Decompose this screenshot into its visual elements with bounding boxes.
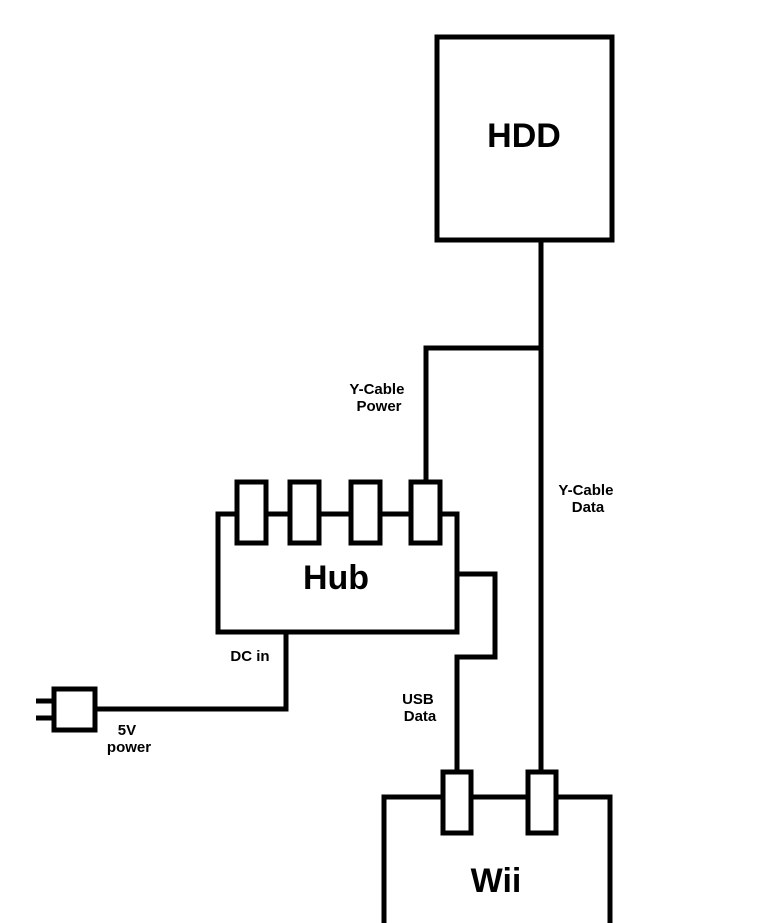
wires <box>95 240 544 772</box>
dc-in-wire <box>95 632 289 712</box>
hdd-box <box>434 34 615 243</box>
wii-box <box>381 794 613 923</box>
power-plug-icon <box>36 686 98 733</box>
hdd-label: HDD <box>487 117 561 155</box>
hub-port-3 <box>348 479 383 546</box>
hub-port-1 <box>234 479 269 546</box>
hub-port-2 <box>287 479 322 546</box>
usb-data-label: USB Data <box>402 691 438 725</box>
hub-label: Hub <box>303 559 369 597</box>
wii-label: Wii <box>471 862 522 900</box>
y-cable-data-label: Y-Cable Data <box>558 482 617 516</box>
y-cable-power-wire <box>423 345 541 482</box>
power-5v-label: 5V power <box>107 722 151 756</box>
wii-port-data <box>525 769 559 836</box>
wii-port-usb <box>440 769 474 836</box>
y-cable-power-label: Y-Cable Power <box>349 381 408 415</box>
hub-port-4 <box>408 479 443 546</box>
usb-data-wire <box>454 571 498 772</box>
dc-in-label: DC in <box>230 648 269 665</box>
